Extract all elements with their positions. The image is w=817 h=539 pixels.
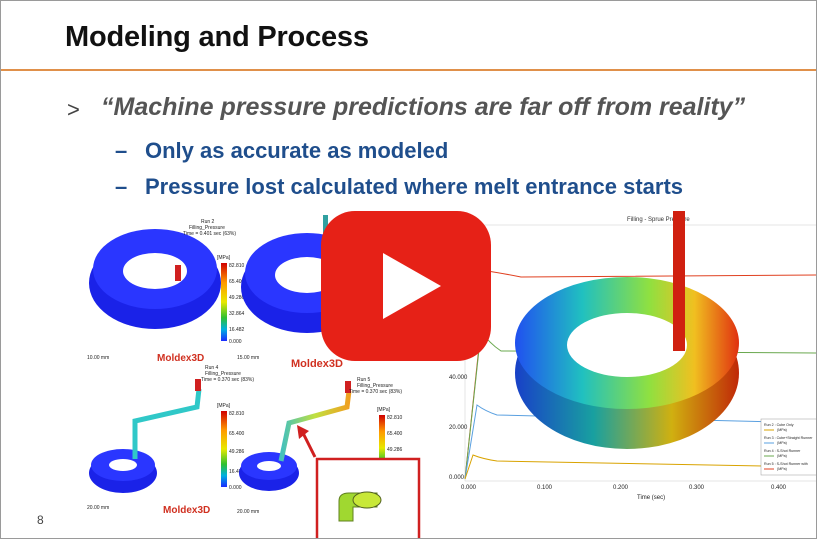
- gear-model-1: [89, 229, 221, 329]
- svg-text:Run 4 : S-Shot Runner: Run 4 : S-Shot Runner: [764, 449, 801, 453]
- graph-title: Filling - Sprue Pressure: [627, 217, 690, 223]
- svg-text:16.482: 16.482: [229, 469, 245, 475]
- sub-bullet-text: Pressure lost calculated where melt entr…: [145, 174, 684, 199]
- gear-model-4: [239, 381, 352, 491]
- color-scale-3: [MPa] 82.810 65.400 49.286 16.482 0.000: [217, 403, 245, 491]
- svg-text:49.286: 49.286: [229, 449, 245, 455]
- quote-bullet: “Machine pressure predictions are far of…: [101, 93, 746, 121]
- svg-text:Filling_Pressure: Filling_Pressure: [205, 371, 241, 377]
- svg-text:82.810: 82.810: [229, 263, 245, 269]
- moldex3d-logo-1: Moldex3D: [157, 353, 204, 364]
- run-label-1: Run 2 Filling_Pressure Time = 0.401 sec …: [183, 219, 236, 237]
- curve-run-3: [464, 404, 816, 480]
- svg-text:0.300: 0.300: [689, 485, 705, 491]
- svg-text:0.000: 0.000: [461, 485, 477, 491]
- gear-overlay: [515, 211, 739, 449]
- svg-text:Filling_Pressure: Filling_Pressure: [357, 383, 393, 389]
- sub-bullet-text: Only as accurate as modeled: [145, 138, 449, 163]
- svg-text:(MPa): (MPa): [777, 441, 787, 445]
- slide-title: Modeling and Process: [65, 21, 369, 53]
- play-icon: [383, 253, 441, 319]
- svg-text:49.286: 49.286: [387, 447, 403, 453]
- svg-text:[MPa]: [MPa]: [217, 403, 231, 409]
- play-video-button[interactable]: [321, 211, 491, 361]
- sub-bullet-dash: –: [115, 138, 128, 163]
- zoom-inset: [315, 457, 421, 538]
- svg-text:Run 3 : Cube+Straight Runner: Run 3 : Cube+Straight Runner: [764, 436, 813, 440]
- scale-bar-4: 20.00 mm: [237, 509, 259, 515]
- sub-bullet-2: –Pressure lost calculated where melt ent…: [115, 174, 683, 200]
- svg-text:Run 2: Run 2: [201, 219, 215, 225]
- bullet-marker: >: [67, 97, 80, 122]
- callout-arrow: [301, 432, 317, 458]
- scale-bar-3: 20.00 mm: [87, 505, 109, 511]
- svg-text:Time = 0.370 sec (83%): Time = 0.370 sec (83%): [201, 377, 254, 383]
- svg-text:0.000: 0.000: [229, 485, 242, 491]
- svg-text:0.200: 0.200: [613, 485, 629, 491]
- run-label-4: Run 5 Filling_Pressure Time = 0.370 sec …: [349, 377, 402, 395]
- svg-text:82.810: 82.810: [229, 411, 245, 417]
- gear-model-3: [89, 379, 202, 493]
- svg-text:(MPa): (MPa): [777, 467, 787, 471]
- run-label-3: Run 4 Filling_Pressure Time = 0.370 sec …: [201, 365, 254, 383]
- y-axis: 40.000 20.000 0.000: [449, 375, 468, 481]
- svg-text:(MPa): (MPa): [777, 454, 787, 458]
- svg-text:[MPa]: [MPa]: [377, 407, 391, 413]
- title-divider: [1, 69, 816, 71]
- svg-text:0.000: 0.000: [449, 475, 465, 481]
- callout-arrowhead: [297, 425, 309, 439]
- sub-bullet-1: –Only as accurate as modeled: [115, 138, 448, 164]
- svg-text:Time (sec): Time (sec): [637, 495, 665, 501]
- svg-text:Run 5: Run 5: [357, 377, 371, 383]
- svg-text:32.864: 32.864: [229, 311, 245, 317]
- sub-bullet-dash: –: [115, 174, 128, 199]
- slide-page-number: 8: [37, 513, 44, 527]
- svg-text:Filling_Pressure: Filling_Pressure: [189, 225, 225, 231]
- svg-text:0.000: 0.000: [229, 339, 242, 345]
- svg-text:Run 4: Run 4: [205, 365, 219, 371]
- svg-text:65.400: 65.400: [229, 279, 245, 285]
- svg-text:(MPa): (MPa): [777, 428, 787, 432]
- scale-bar-2: 15.00 mm: [237, 355, 259, 361]
- svg-text:20.000: 20.000: [449, 425, 468, 431]
- svg-text:49.286: 49.286: [229, 295, 245, 301]
- svg-text:0.100: 0.100: [537, 485, 553, 491]
- pressure-graph-image: Filling - Sprue Pressure 40.000 20.000 0…: [449, 211, 816, 501]
- svg-text:Time = 0.370 sec (83%): Time = 0.370 sec (83%): [349, 389, 402, 395]
- graph-legend: Run 2 : Cube Only (MPa) Run 3 : Cube+Str…: [760, 418, 816, 476]
- moldex3d-logo-3: Moldex3D: [163, 505, 210, 516]
- svg-text:Time = 0.401 sec (63%): Time = 0.401 sec (63%): [183, 231, 236, 237]
- svg-text:Run 2 : Cube Only: Run 2 : Cube Only: [764, 423, 794, 427]
- moldex3d-logo-2: Moldex3D: [291, 358, 343, 370]
- svg-text:65.400: 65.400: [229, 431, 245, 437]
- svg-text:40.000: 40.000: [449, 375, 468, 381]
- svg-text:0.400: 0.400: [771, 485, 787, 491]
- color-scale-4: [MPa] 82.810 65.400 49.286: [377, 407, 403, 481]
- svg-text:16.482: 16.482: [229, 327, 245, 333]
- curve-run-2: [464, 454, 816, 480]
- svg-text:Run 5 : S-Shot Runner with: Run 5 : S-Shot Runner with: [764, 462, 808, 466]
- color-scale-1: [MPa] 82.810 65.400 49.286 32.864 16.482…: [217, 255, 245, 345]
- svg-text:82.810: 82.810: [387, 415, 403, 421]
- svg-text:65.400: 65.400: [387, 431, 403, 437]
- scale-bar-1: 10.00 mm: [87, 355, 109, 361]
- svg-text:[MPa]: [MPa]: [217, 255, 231, 261]
- x-axis: 0.000 0.100 0.200 0.300 0.400 Time (sec): [461, 485, 787, 501]
